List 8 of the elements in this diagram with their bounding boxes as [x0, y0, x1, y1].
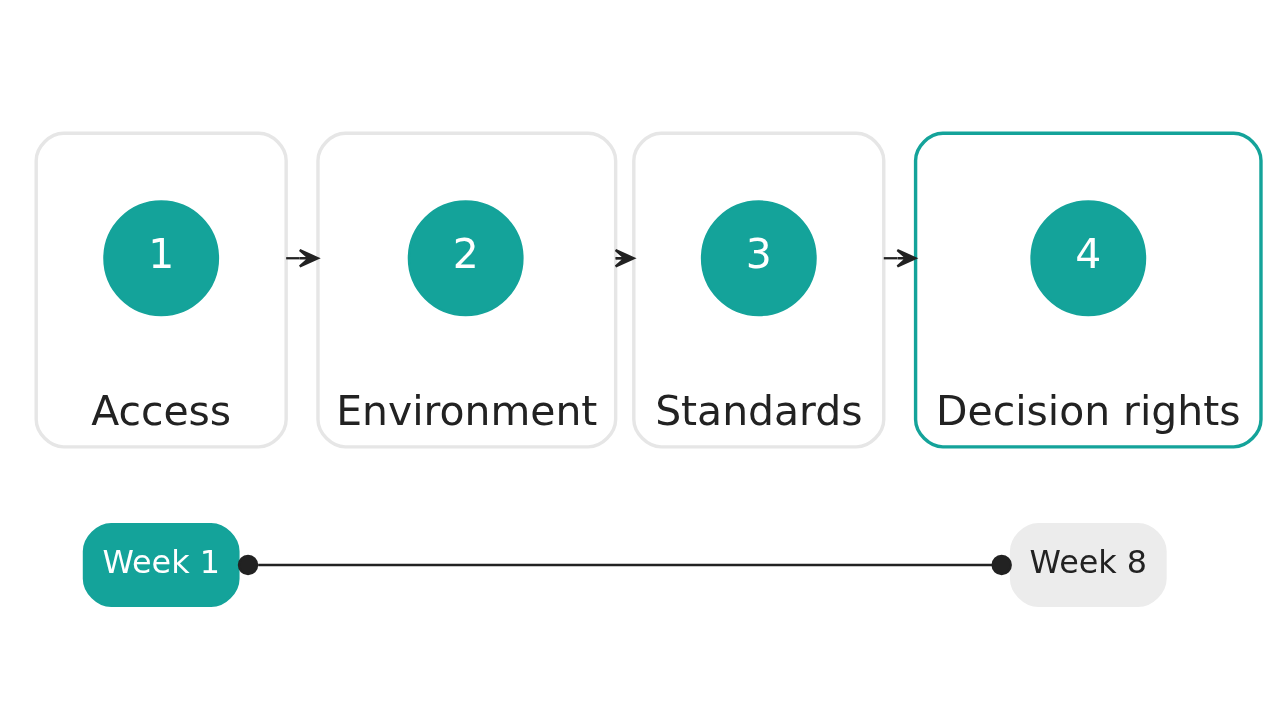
node-circle: 2	[407, 199, 524, 316]
connector	[237, 554, 1012, 575]
node-circle: 1	[103, 199, 220, 316]
node-circle: 3	[700, 199, 817, 316]
node-box: Week 1	[82, 522, 240, 607]
node-box: Week 8	[1009, 522, 1167, 607]
node-circle: 4	[1030, 199, 1147, 316]
arrow	[286, 248, 320, 268]
